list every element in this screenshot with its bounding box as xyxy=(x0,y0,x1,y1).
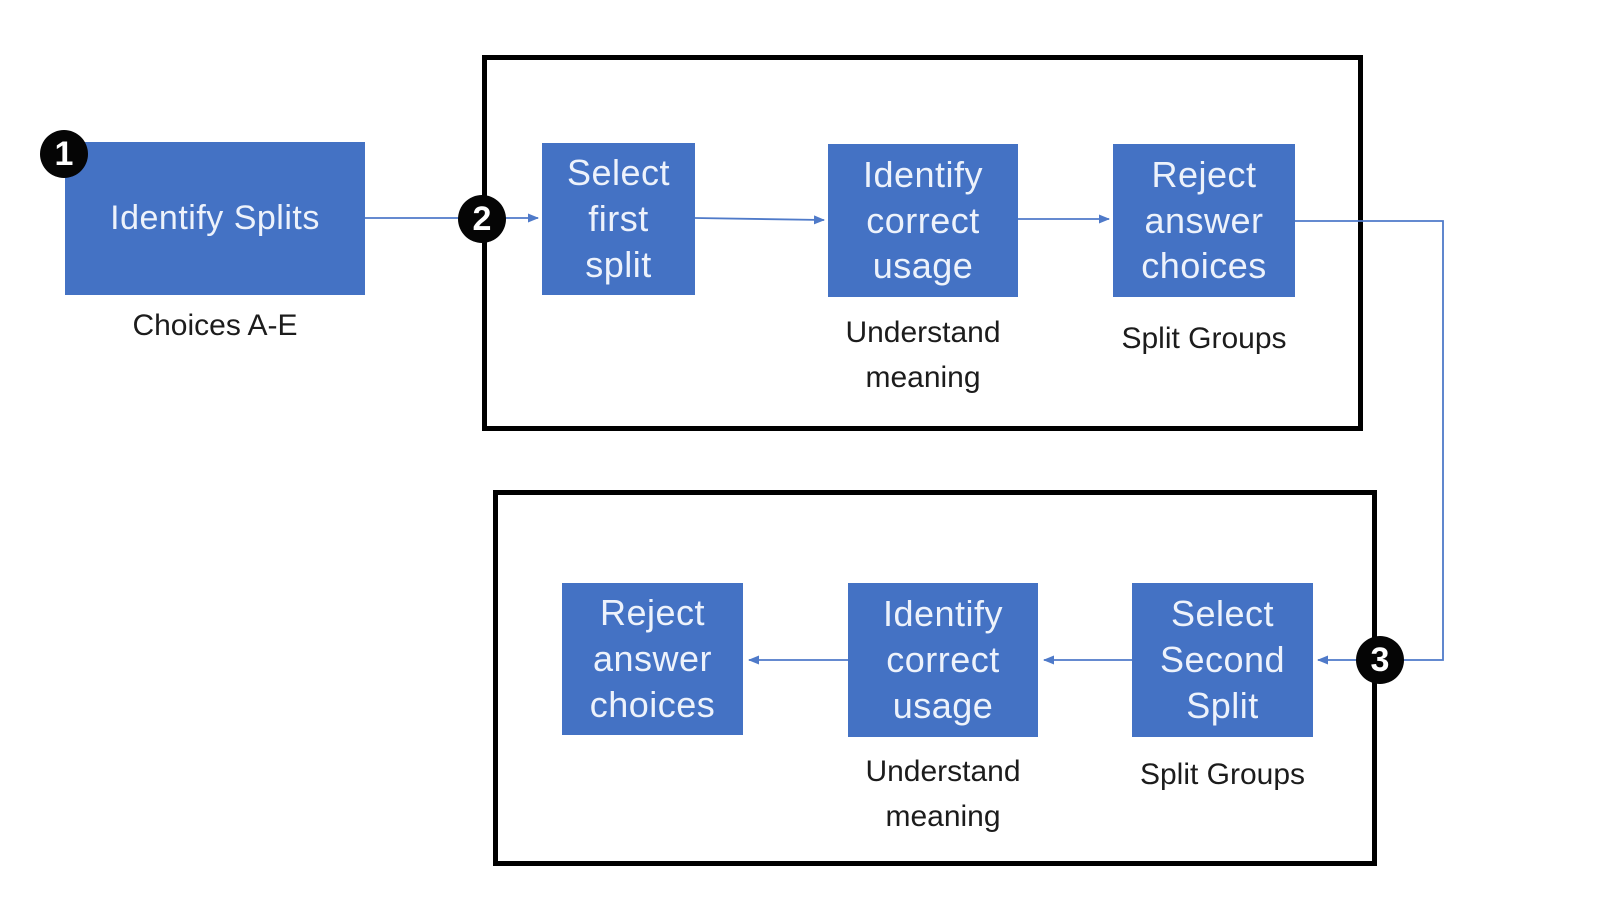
caption-understand-meaning-top: Understand meaning xyxy=(845,316,1001,394)
step-number-badge-2: 2 xyxy=(458,195,506,243)
step-number-badge-1: 1 xyxy=(40,130,88,178)
step-box-identify-splits: Identify Splits xyxy=(65,142,365,295)
step-number-badge-3: 3 xyxy=(1356,636,1404,684)
caption-split-groups-bottom: Split Groups xyxy=(1139,758,1306,791)
caption-choices-a-e: Choices A-E xyxy=(132,309,298,342)
step-box-reject-answer-choices-bottom: Reject answer choices xyxy=(562,583,743,735)
step-box-identify-correct-usage-top: Identify correct usage xyxy=(828,144,1018,297)
step-box-select-first-split-text: Select first split xyxy=(566,152,671,285)
step-box-reject-answer-choices-top: Reject answer choices xyxy=(1113,144,1295,297)
step-box-identify-correct-usage-bottom-text: Identify correct usage xyxy=(882,593,1004,726)
step-box-select-second-split-text: Select Second Split xyxy=(1159,593,1286,726)
step-box-identify-splits-text: Identify Splits xyxy=(110,198,320,237)
step-box-reject-answer-choices-top-text: Reject answer choices xyxy=(1141,153,1267,287)
step-box-reject-answer-choices-bottom-text: Reject answer choices xyxy=(589,592,716,725)
step-box-identify-correct-usage-bottom: Identify correct usage xyxy=(848,583,1038,737)
caption-split-groups-top: Split Groups xyxy=(1121,322,1287,355)
step-box-select-first-split: Select first split xyxy=(542,143,695,295)
step-box-identify-correct-usage-top-text: Identify correct usage xyxy=(862,153,984,287)
step-box-select-second-split: Select Second Split xyxy=(1132,583,1313,737)
caption-understand-meaning-bottom: Understand meaning xyxy=(865,755,1021,833)
